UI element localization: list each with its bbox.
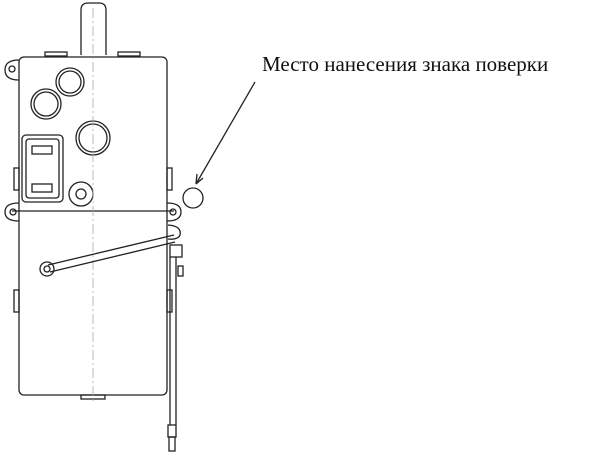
connectors xyxy=(21,67,111,207)
verification-mark-label: Место нанесения знака поверки xyxy=(262,52,549,76)
verification-mark-spot xyxy=(182,187,204,209)
lever-rod xyxy=(39,224,184,452)
leader-arrow xyxy=(195,81,256,185)
top-knob xyxy=(44,2,141,57)
mounting-lugs xyxy=(4,59,182,400)
